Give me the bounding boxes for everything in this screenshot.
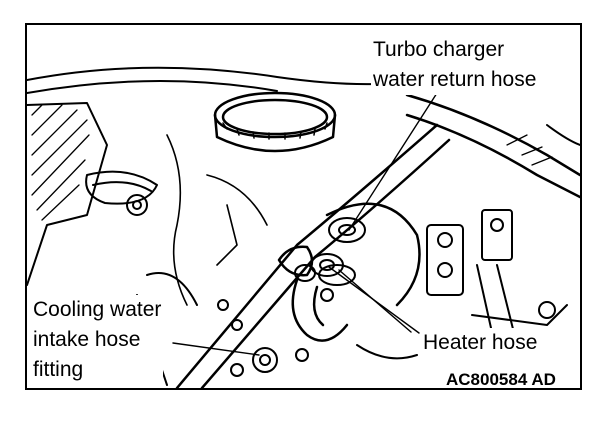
label-line: fitting	[33, 358, 84, 381]
intake-port	[213, 91, 337, 153]
hose-fittings	[294, 217, 366, 286]
upper-hose-outline-lower	[27, 80, 278, 94]
leader-turbo	[348, 92, 438, 231]
figure-code: AC800584 AD	[444, 370, 558, 389]
leader-lines	[172, 92, 438, 356]
leader-cooling	[172, 342, 260, 356]
label-turbo-charger-water-return-hose: Turbo charger water return hose	[371, 35, 539, 95]
upper-hose-outline	[27, 66, 398, 86]
label-line: Cooling water	[33, 298, 162, 321]
label-line: Turbo charger	[373, 38, 505, 61]
label-heater-hose: Heater hose	[421, 328, 540, 358]
label-line: intake hose	[33, 328, 141, 351]
leader-heater-2	[328, 266, 420, 334]
label-cooling-water-intake-hose-fitting: Cooling water intake hose fitting	[31, 295, 164, 385]
left-block	[27, 102, 108, 286]
label-line: water return hose	[373, 68, 537, 91]
diagram-frame: Turbo charger water return hose Cooling …	[25, 23, 582, 390]
hose-clamp	[85, 170, 158, 216]
right-pipe	[405, 93, 580, 177]
heater-hose	[291, 202, 421, 342]
right-pipe-lower	[405, 113, 580, 199]
